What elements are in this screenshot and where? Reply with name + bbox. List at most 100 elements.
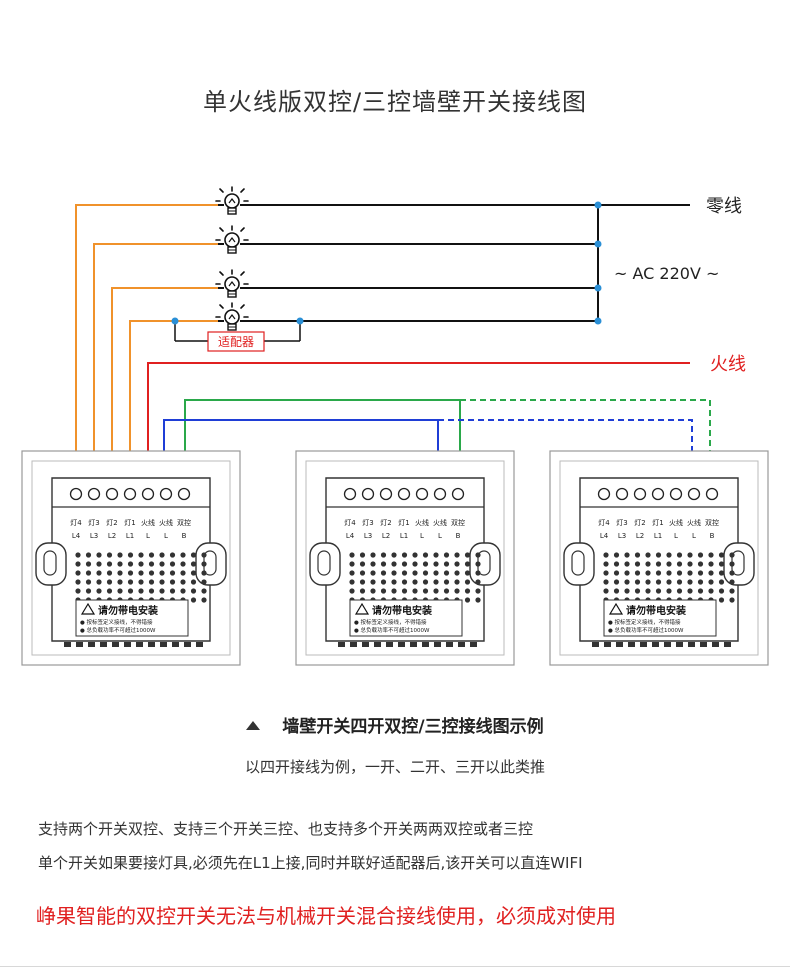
terminal-code: L4	[72, 532, 81, 540]
terminal-screw	[705, 487, 719, 501]
terminal-label: 灯1	[398, 518, 409, 527]
terminal-screw	[397, 487, 411, 501]
terminal-code: L3	[364, 532, 372, 540]
terminal-code: L	[420, 532, 424, 540]
terminal-code: L	[674, 532, 678, 540]
terminal-code: L1	[654, 532, 662, 540]
lamp-wires	[75, 204, 218, 490]
terminal-screw	[69, 487, 83, 501]
divider	[0, 966, 790, 967]
terminal-label: 火线	[159, 518, 173, 527]
neutral-label: 零线	[706, 196, 742, 217]
ac-label: ~ AC 220V ~	[614, 264, 719, 283]
triangle-up-icon	[246, 721, 261, 730]
subcaption: 以四开接线为例，一开、二开、三开以此类推	[244, 758, 545, 776]
lightbulb-icon	[215, 302, 249, 331]
terminal-screw	[361, 487, 375, 501]
compatibility-warning: 峥果智能的双控开关无法与机械开关混合接线使用，必须成对使用	[36, 904, 616, 928]
neutral-lines	[246, 204, 690, 322]
terminal-label: 双控	[705, 518, 719, 527]
junction-dots	[171, 201, 602, 325]
warning-label-line: ● 总负载功率不可超过1000W	[80, 626, 156, 634]
terminal-label: 火线	[415, 518, 429, 527]
terminal-label: 灯3	[616, 518, 627, 527]
terminal-screw	[615, 487, 629, 501]
terminal-screw	[451, 487, 465, 501]
adapter-label: 适配器	[218, 335, 254, 349]
terminal-code: L1	[126, 532, 134, 540]
terminal-label: 火线	[669, 518, 683, 527]
warning-label-line: ● 按标签定义接线，不得错接	[80, 618, 153, 626]
warning-label-line: ● 按标签定义接线，不得错接	[608, 618, 681, 626]
terminal-label: 火线	[687, 518, 701, 527]
terminal-label: 灯4	[598, 518, 610, 527]
terminal-label: 灯3	[88, 518, 99, 527]
warning-label-title: 请勿带电安装	[98, 604, 158, 617]
terminal-code: B	[710, 532, 715, 540]
caption: 墙壁开关四开双控/三控接线图示例	[0, 712, 790, 737]
terminal-code: L	[146, 532, 150, 540]
terminal-code: L3	[90, 532, 98, 540]
terminal-code: L	[692, 532, 696, 540]
green-control-wire	[184, 399, 461, 490]
warning-label-title: 请勿带电安装	[626, 604, 686, 617]
terminal-label: 火线	[433, 518, 447, 527]
caption-text: 墙壁开关四开双控/三控接线图示例	[282, 717, 544, 737]
terminal-screw	[597, 487, 611, 501]
adapter-box	[207, 331, 265, 352]
terminal-code: L2	[636, 532, 644, 540]
terminal-label: 灯4	[70, 518, 82, 527]
description-line-2: 单个开关如果要接灯具,必须先在L1上接,同时并联好适配器后,该开关可以直连WIF…	[38, 854, 583, 872]
lightbulb-icon	[215, 225, 249, 254]
page-title: 单火线版双控/三控墙壁开关接线图	[202, 88, 588, 116]
live-wire	[147, 362, 690, 490]
terminal-screw	[651, 487, 665, 501]
terminal-screw	[159, 487, 173, 501]
terminal-code: L4	[600, 532, 609, 540]
terminal-code: L2	[108, 532, 116, 540]
terminal-screw	[123, 487, 137, 501]
terminal-code: B	[182, 532, 187, 540]
terminal-code: L2	[382, 532, 390, 540]
terminal-screw	[105, 487, 119, 501]
bulbs	[215, 186, 249, 331]
lightbulb-icon	[215, 186, 249, 215]
terminal-screw	[669, 487, 683, 501]
warning-label-title: 请勿带电安装	[372, 604, 432, 617]
terminal-label: 灯2	[634, 518, 645, 527]
terminal-label: 灯3	[362, 518, 373, 527]
terminal-code: B	[456, 532, 461, 540]
terminal-screw	[87, 487, 101, 501]
live-label: 火线	[710, 354, 746, 375]
terminal-label: 双控	[451, 518, 465, 527]
terminal-label: 灯1	[124, 518, 135, 527]
terminal-label: 灯1	[652, 518, 663, 527]
terminal-label: 灯2	[106, 518, 117, 527]
terminal-screw	[343, 487, 357, 501]
terminal-screw	[177, 487, 191, 501]
terminal-label: 火线	[141, 518, 155, 527]
description-line-1: 支持两个开关双控、支持三个开关三控、也支持多个开关两两双控或者三控	[38, 820, 534, 838]
terminal-screw	[687, 487, 701, 501]
terminal-code: L	[164, 532, 168, 540]
terminal-screw	[433, 487, 447, 501]
terminal-code: L4	[346, 532, 355, 540]
terminal-code: L	[438, 532, 442, 540]
lightbulb-icon	[215, 269, 249, 298]
terminal-screw	[633, 487, 647, 501]
terminal-screw	[379, 487, 393, 501]
terminal-label: 灯4	[344, 518, 356, 527]
warning-label-line: ● 按标签定义接线，不得错接	[354, 618, 427, 626]
warning-label-line: ● 总负载功率不可超过1000W	[354, 626, 430, 634]
terminal-label: 灯2	[380, 518, 391, 527]
warning-label-line: ● 总负载功率不可超过1000W	[608, 626, 684, 634]
terminal-code: L1	[400, 532, 408, 540]
terminal-code: L3	[618, 532, 626, 540]
terminal-screw	[141, 487, 155, 501]
terminal-dots	[69, 487, 719, 501]
